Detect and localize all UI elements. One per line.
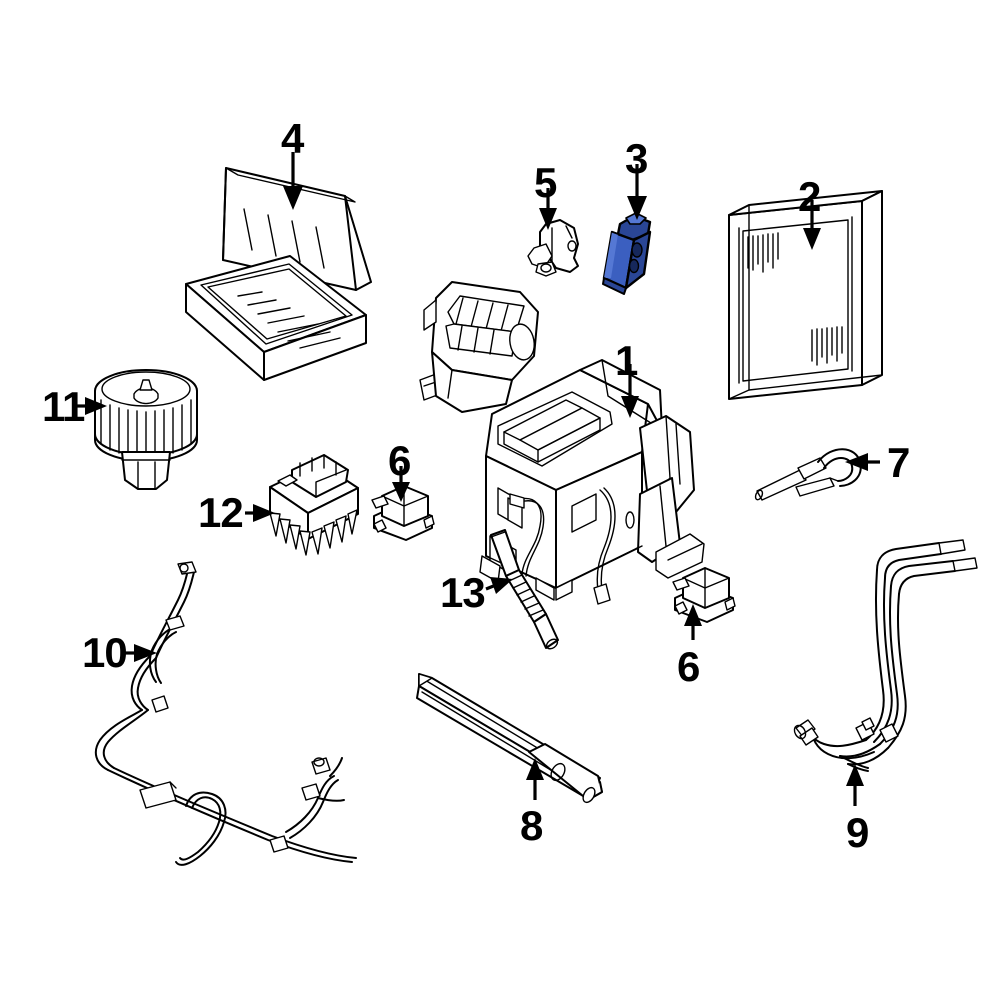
leader-6b — [684, 604, 702, 640]
callout-number-11[interactable]: 11 — [42, 383, 85, 430]
callout-number-6-upper[interactable]: 6 — [388, 437, 411, 484]
leader-10 — [124, 644, 157, 662]
part-4-cabin-air-filter-housing[interactable] — [185, 167, 372, 381]
part-9-heater-hose-assembly[interactable] — [792, 539, 978, 772]
part-3-ac-expansion-valve-module-highlighted[interactable] — [602, 212, 652, 295]
callout-number-6-lower[interactable]: 6 — [677, 643, 700, 690]
callout-number-8[interactable]: 8 — [520, 802, 543, 849]
callout-number-2[interactable]: 2 — [798, 173, 821, 220]
callout-number-9[interactable]: 9 — [846, 809, 869, 856]
part-2-ac-evaporator-core[interactable] — [728, 190, 883, 400]
callout-number-5[interactable]: 5 — [534, 159, 557, 206]
part-11-blower-motor[interactable] — [94, 369, 198, 490]
leader-13 — [485, 577, 513, 594]
leader-1 — [621, 364, 639, 418]
callout-number-10[interactable]: 10 — [82, 629, 128, 676]
part-12-blower-motor-resistor[interactable] — [269, 454, 359, 556]
leader-12 — [245, 504, 275, 522]
leader-4 — [283, 152, 303, 210]
callout-number-7[interactable]: 7 — [887, 439, 910, 486]
leader-6a — [392, 466, 410, 502]
part-1-heater-ac-housing-assembly[interactable] — [419, 281, 705, 605]
leader-11 — [76, 397, 107, 415]
leader-2 — [803, 200, 821, 250]
part-6b-blend-door-actuator[interactable] — [672, 567, 736, 623]
leader-3 — [627, 164, 647, 220]
part-8-air-distribution-duct[interactable] — [416, 673, 603, 804]
callout-number-4[interactable]: 4 — [281, 115, 304, 162]
leader-9 — [846, 764, 864, 806]
part-7-ac-refrigerant-line-clip[interactable] — [754, 448, 862, 501]
callout-number-1[interactable]: 1 — [615, 337, 638, 384]
callout-number-3[interactable]: 3 — [625, 135, 648, 182]
part-5-ac-expansion-valve[interactable] — [527, 219, 579, 277]
part-13-evaporator-drain-hose[interactable] — [490, 529, 559, 651]
leader-5 — [539, 188, 557, 230]
leader-7 — [845, 453, 880, 471]
part-10-hvac-wiring-harness[interactable] — [94, 561, 357, 866]
callout-number-12[interactable]: 12 — [198, 489, 244, 536]
callout-number-13[interactable]: 13 — [440, 569, 486, 616]
leader-8 — [526, 758, 544, 800]
